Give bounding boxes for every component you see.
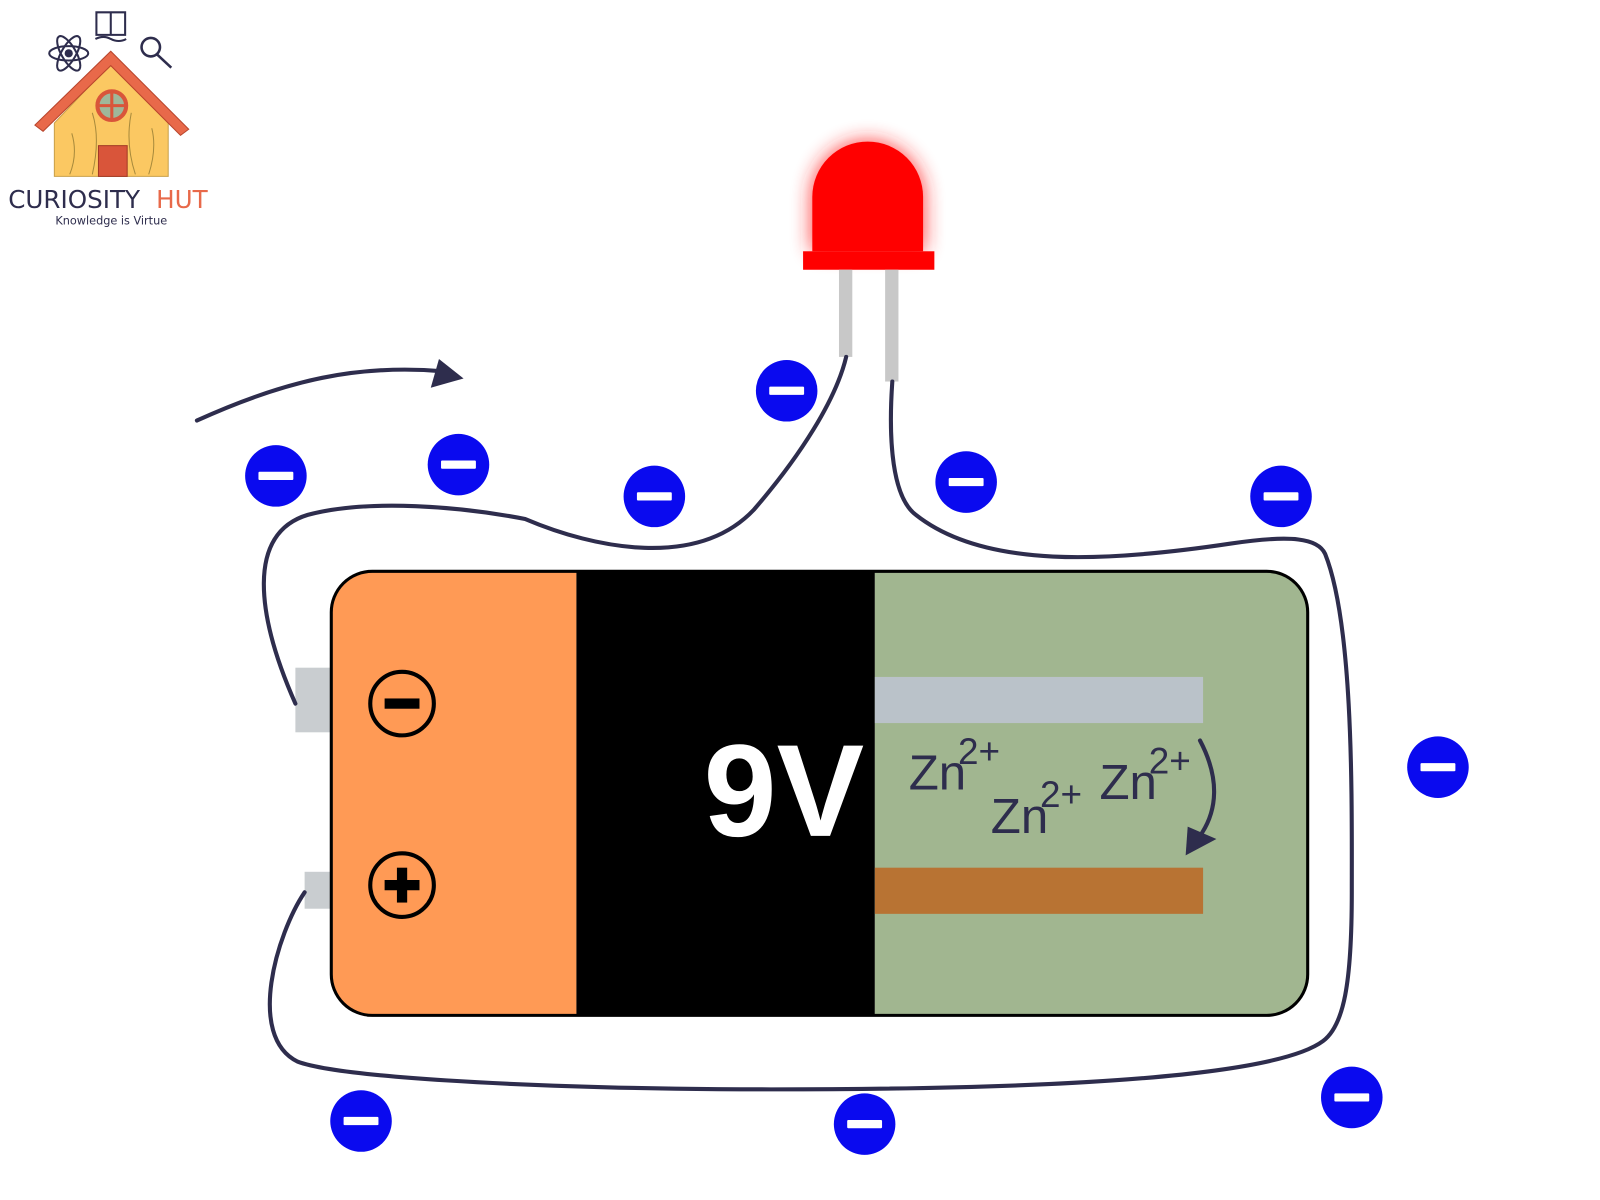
svg-text:Zn: Zn — [1099, 755, 1156, 810]
led — [803, 141, 935, 382]
battery-9v: 9V Zn 2+ Zn 2+ Zn 2+ — [295, 569, 1310, 1017]
plus-symbol-icon — [368, 851, 436, 919]
led-cathode-leg — [838, 269, 853, 357]
electron-icon — [833, 1093, 896, 1155]
brand-tagline: Knowledge is Virtue — [55, 215, 167, 228]
electron-icon — [330, 1090, 392, 1152]
anode-plate — [874, 676, 1204, 724]
current-direction-arrow — [194, 367, 446, 423]
current-arrowhead-icon — [430, 358, 464, 388]
svg-text:2+: 2+ — [958, 731, 1000, 772]
svg-text:CURIOSITY HUT: CURIOSITY HUT — [8, 185, 208, 214]
house-icon — [34, 50, 190, 177]
electron-icon — [427, 433, 490, 496]
minus-symbol-icon — [368, 669, 436, 738]
atom-icon — [48, 35, 90, 72]
curiosity-hut-logo: CURIOSITY HUT Knowledge is Virtue — [8, 11, 209, 228]
svg-text:Zn: Zn — [909, 746, 966, 801]
positive-terminal — [304, 871, 332, 909]
electron-icon — [623, 465, 686, 528]
electron-icon — [935, 451, 997, 513]
negative-terminal — [295, 667, 332, 733]
svg-text:2+: 2+ — [1040, 774, 1082, 815]
brand-name-accent: HUT — [156, 185, 209, 214]
book-icon — [94, 11, 127, 43]
wire-led-to-positive — [267, 379, 1354, 1092]
brand-name-primary: CURIOSITY — [8, 185, 141, 214]
voltage-label: 9V — [704, 717, 865, 864]
zinc-ion: Zn 2+ — [991, 774, 1082, 844]
electron-icon — [245, 445, 307, 507]
zinc-ion: Zn 2+ — [909, 731, 1000, 801]
electron-icon — [755, 360, 818, 422]
svg-text:Zn: Zn — [991, 789, 1048, 844]
zinc-ion: Zn 2+ — [1099, 740, 1190, 810]
wire-negative-to-led — [261, 354, 849, 706]
led-anode-leg — [885, 269, 899, 382]
svg-text:2+: 2+ — [1149, 740, 1191, 781]
electrons — [245, 360, 1469, 1155]
magnifier-icon — [140, 36, 173, 69]
cathode-plate — [874, 867, 1204, 914]
electron-icon — [1250, 465, 1312, 528]
ion-flow-arrow — [1197, 738, 1217, 835]
electron-icon — [1407, 736, 1469, 798]
ion-flow-arrowhead-icon — [1185, 826, 1217, 856]
electron-icon — [1321, 1066, 1383, 1129]
